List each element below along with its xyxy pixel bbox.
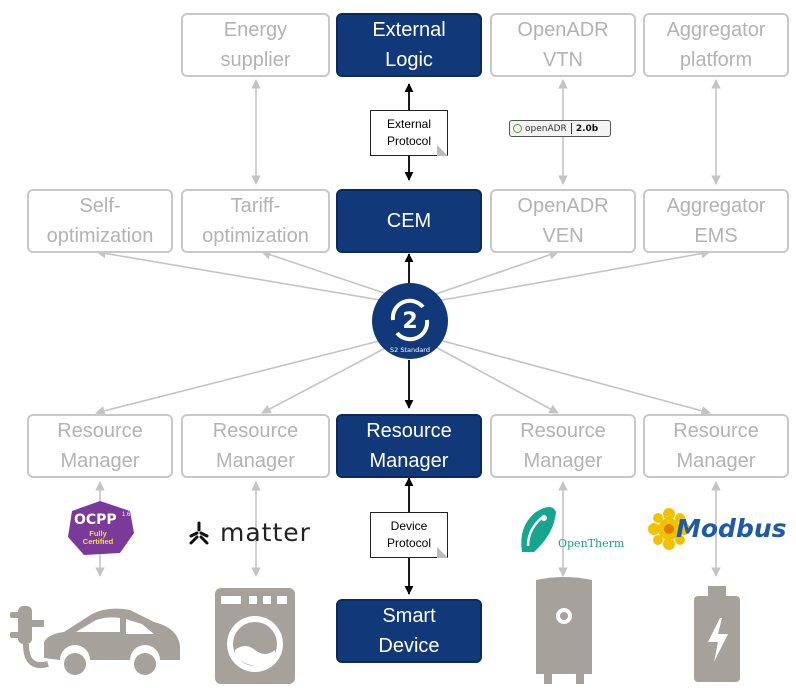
aggregator-ems-label: Aggregator EMS	[666, 195, 766, 247]
battery-icon	[694, 586, 740, 682]
openadr-ven-box: OpenADR VEN	[490, 189, 636, 253]
ocpp-text: OCPP	[74, 512, 117, 528]
note-fold-icon	[437, 547, 448, 558]
resource-manager-3-box: Resource Manager	[336, 414, 482, 478]
device-protocol-note: Device Protocol	[370, 512, 448, 558]
opentherm-text: OpenTherm	[558, 537, 625, 550]
matter-text: matter	[220, 517, 311, 547]
openadr-ven-label: OpenADR VEN	[517, 195, 609, 247]
cem-label: CEM	[386, 210, 432, 232]
s2-caption: S2 Standard	[390, 346, 430, 354]
external-logic-label: External Logic	[372, 19, 446, 71]
tariff-optimization-box: Tariff- optimization	[181, 189, 330, 253]
self-optimization-label: Self- optimization	[46, 195, 154, 247]
openadr-badge-text: openADR	[525, 123, 567, 134]
modbus-text: Modbus	[676, 514, 787, 543]
link-s2-rm2	[261, 343, 394, 414]
matter-logo: matter	[186, 517, 311, 547]
energy-supplier-label: Energy supplier	[220, 19, 291, 71]
link-s2-rm4	[429, 343, 559, 414]
external-protocol-label: External Protocol	[386, 117, 432, 148]
openadr-leaf-icon	[513, 124, 522, 133]
aggregator-ems-box: Aggregator EMS	[643, 189, 789, 253]
resource-manager-3-label: Resource Manager	[366, 420, 452, 472]
link-s2-self	[96, 248, 393, 303]
modbus-logo: Modbus	[648, 508, 796, 550]
opentherm-logo: OpenTherm	[514, 506, 632, 556]
energy-supplier-box: Energy supplier	[181, 13, 330, 77]
tariff-optimization-label: Tariff- optimization	[202, 195, 309, 247]
resource-manager-1-label: Resource Manager	[57, 420, 143, 472]
boiler-icon	[536, 577, 592, 684]
resource-manager-1-box: Resource Manager	[27, 414, 173, 478]
external-protocol-note: External Protocol	[370, 110, 448, 156]
openadr-vtn-box: OpenADR VTN	[490, 13, 636, 77]
openadr-logo: openADR 2.0b	[509, 120, 611, 137]
resource-manager-4-box: Resource Manager	[490, 414, 636, 478]
self-optimization-box: Self- optimization	[27, 189, 173, 253]
aggregator-platform-box: Aggregator platform	[643, 13, 789, 77]
matter-star-icon	[189, 521, 209, 545]
resource-manager-5-label: Resource Manager	[673, 420, 759, 472]
electric-car-icon	[10, 606, 180, 675]
link-s2-tariff	[261, 250, 394, 297]
opentherm-emblem-icon	[521, 507, 556, 552]
ocpp-certified: Fully Certified	[82, 529, 114, 546]
aggregator-platform-label: Aggregator platform	[666, 19, 766, 71]
device-protocol-label: Device Protocol	[386, 519, 432, 550]
smart-device-box: Smart Device	[336, 599, 482, 663]
modbus-gear-icon	[648, 508, 690, 550]
openadr-vtn-label: OpenADR VTN	[517, 19, 609, 71]
resource-manager-2-box: Resource Manager	[181, 414, 330, 478]
cem-box: CEM	[336, 189, 482, 253]
resource-manager-5-box: Resource Manager	[643, 414, 789, 478]
s2-glyph: 2	[402, 309, 417, 334]
note-fold-icon	[437, 145, 448, 156]
s2-standard-logo: 2 S2 Standard	[372, 283, 448, 359]
ocpp-version: 1.6	[122, 512, 131, 518]
link-s2-rm5	[431, 337, 711, 416]
washing-machine-icon	[215, 588, 295, 684]
link-s2-ems	[430, 248, 711, 303]
resource-manager-2-label: Resource Manager	[212, 420, 299, 472]
openadr-version: 2.0b	[575, 123, 599, 134]
external-logic-box: External Logic	[336, 13, 482, 77]
link-s2-ven	[429, 250, 559, 297]
smart-device-label: Smart Device	[378, 605, 440, 657]
ocpp-badge-icon	[68, 501, 134, 555]
ocpp-logo: OCPP 1.6 Fully Certified	[64, 499, 136, 557]
link-s2-rm1	[95, 337, 392, 416]
resource-manager-4-label: Resource Manager	[520, 420, 606, 472]
